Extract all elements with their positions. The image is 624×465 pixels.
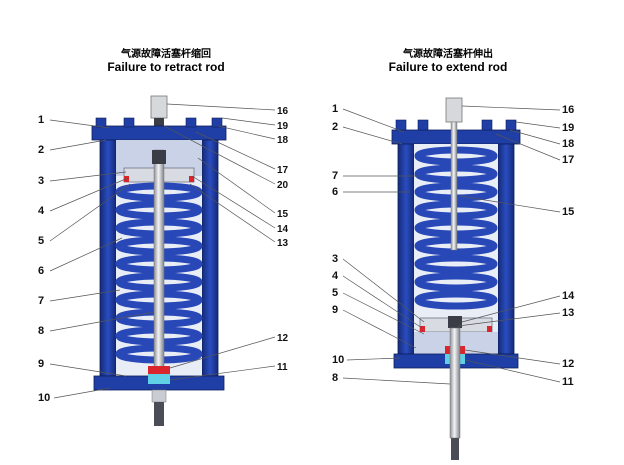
top-bolt <box>417 119 429 131</box>
top-cap <box>91 125 227 141</box>
callout-label: 9 <box>38 358 44 370</box>
callout-label: 11 <box>562 376 574 388</box>
top-bolt <box>481 119 493 131</box>
callout-label: 18 <box>562 138 574 150</box>
actuator-retract <box>91 95 227 426</box>
callout-label: 12 <box>562 358 574 370</box>
callout-label: 3 <box>332 253 338 265</box>
callout-label: 8 <box>38 325 44 337</box>
piston-seal <box>420 326 425 332</box>
callout-label: 6 <box>38 265 44 277</box>
callout-label: 7 <box>38 295 44 307</box>
cylinder-wall-left <box>99 139 117 377</box>
callout-label: 16 <box>562 104 574 116</box>
callout-label: 14 <box>562 290 575 302</box>
diagram-extend: 气源故障活塞杆伸出 Failure to extend rod <box>332 47 575 460</box>
top-bolt <box>211 117 223 128</box>
callout-label: 13 <box>562 307 574 319</box>
callout-label: 10 <box>332 354 344 366</box>
callout-label: 8 <box>332 372 338 384</box>
rod-nut <box>152 150 166 164</box>
callouts-right-extend: 16 19 18 17 15 14 13 12 11 <box>457 104 575 388</box>
cylinder-wall-right <box>497 143 515 355</box>
piston-seal <box>487 326 492 332</box>
diagram-retract-title-zh: 气源故障活塞杆缩回 <box>120 47 211 60</box>
rod-thread <box>451 438 459 460</box>
callout-label: 15 <box>277 209 289 220</box>
callout-label: 13 <box>277 238 289 249</box>
callout-label: 17 <box>562 154 574 166</box>
callouts-left-retract: 1 2 3 4 5 6 7 8 9 10 <box>38 114 155 404</box>
callout-label: 14 <box>277 224 289 235</box>
callout-label: 10 <box>38 392 50 404</box>
rod-end <box>151 389 167 403</box>
callout-label: 2 <box>38 144 44 156</box>
callout-label: 3 <box>38 175 44 187</box>
callout-label: 7 <box>332 170 338 182</box>
top-bolt <box>505 119 517 131</box>
rod-thread <box>154 402 164 426</box>
callout-label: 19 <box>277 121 289 132</box>
rod-nut <box>448 316 462 328</box>
diagram-extend-title-zh: 气源故障活塞杆伸出 <box>402 47 493 60</box>
piston-seal <box>189 176 194 182</box>
callout-label: 5 <box>332 287 338 299</box>
piston-rod <box>153 149 165 401</box>
stud <box>154 118 164 128</box>
top-bolt <box>185 117 197 128</box>
callout-label: 9 <box>332 304 338 316</box>
callout-label: 11 <box>277 362 288 373</box>
diagram-extend-title-en: Failure to extend rod <box>389 60 508 74</box>
actuator-extend <box>391 97 521 460</box>
callout-label: 4 <box>38 205 45 217</box>
callout-label: 18 <box>277 135 289 146</box>
callout-label: 12 <box>277 333 289 344</box>
top-bolt <box>95 117 107 128</box>
callouts-right-retract: 16 19 18 17 20 15 14 13 12 11 <box>163 103 289 381</box>
callouts-left-extend: 1 2 7 6 3 4 5 9 10 8 <box>332 103 451 385</box>
top-bolt <box>123 117 135 128</box>
top-nut <box>150 95 168 119</box>
callout-label: 1 <box>38 114 44 126</box>
diagram-retract-title-en: Failure to retract rod <box>107 60 224 74</box>
callout-label: 5 <box>38 235 44 247</box>
callout-label: 20 <box>277 180 289 191</box>
callout-label: 16 <box>277 106 289 117</box>
callout-label: 6 <box>332 186 338 198</box>
cylinder-wall-right <box>201 139 219 377</box>
callout-label: 1 <box>332 103 338 115</box>
callout-label: 2 <box>332 121 338 133</box>
rod-guide <box>148 374 170 384</box>
rod-seal <box>148 366 170 374</box>
top-bolt <box>395 119 407 131</box>
callout-label: 17 <box>277 165 289 176</box>
piston-rod <box>449 327 461 439</box>
cylinder-wall-left <box>397 143 415 355</box>
callout-label: 15 <box>562 206 574 218</box>
callout-label: 4 <box>332 270 339 282</box>
diagram-retract: 气源故障活塞杆缩回 Failure to retract rod <box>38 47 289 426</box>
stud <box>450 121 458 251</box>
callout-label: 19 <box>562 122 574 134</box>
top-nut <box>445 97 463 123</box>
